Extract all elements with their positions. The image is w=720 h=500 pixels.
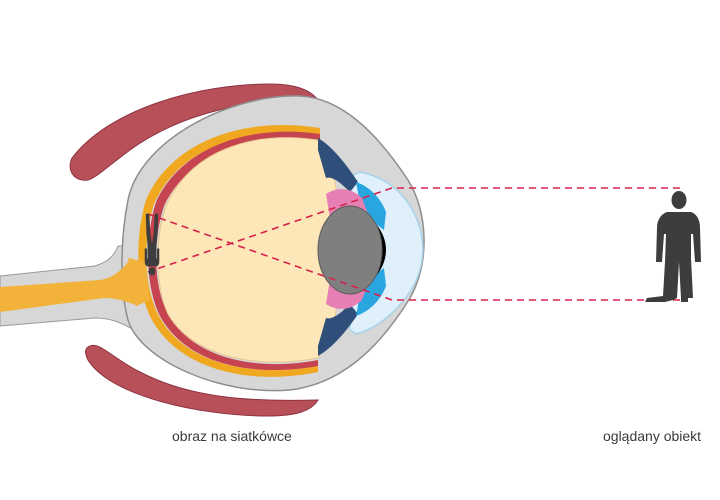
retina-image-label: obraz na siatkówce [172, 428, 292, 444]
anterior-chamber-lower [356, 268, 386, 316]
observed-object-label: oglądany obiekt [603, 428, 702, 444]
light-rays [147, 187, 680, 301]
anterior-chamber-upper [356, 182, 386, 230]
lower-eye-muscle [85, 344, 319, 417]
ciliary-body-lower [318, 304, 358, 356]
ciliary-body-upper [318, 138, 358, 192]
lens [317, 205, 383, 295]
optic-nerve [0, 262, 138, 312]
retina-image-icon [144, 213, 160, 276]
optic-disc [128, 258, 150, 306]
observed-object-icon [645, 191, 701, 302]
